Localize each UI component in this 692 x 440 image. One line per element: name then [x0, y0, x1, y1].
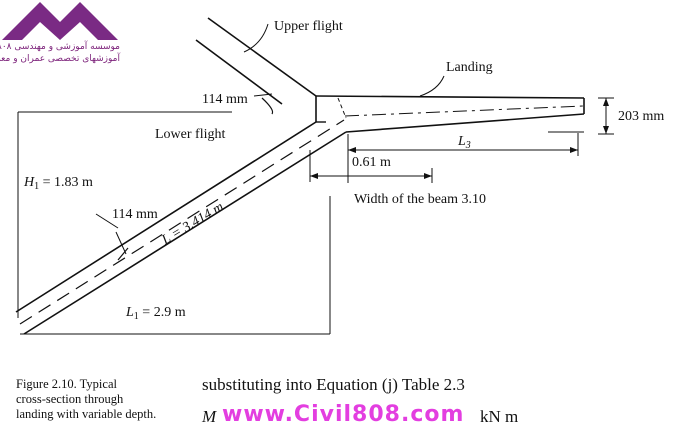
body-text-line-2-end: kN m	[480, 407, 519, 426]
dim-L1: L1 = 2.9 m	[126, 305, 186, 322]
caption-line-3: landing with variable depth.	[16, 407, 157, 421]
dimension-lines	[17, 97, 614, 335]
lower-flight-label: Lower flight	[155, 127, 226, 142]
dim-203mm: 203 mm	[618, 109, 665, 124]
dim-114mm-left: 114 mm	[112, 207, 158, 222]
upper-flight-label: Upper flight	[274, 19, 343, 34]
dim-H1: H1 = 1.83 m	[24, 175, 93, 192]
beam-width-label: Width of the beam 3.10	[354, 192, 487, 207]
landing-label: Landing	[446, 60, 493, 75]
upper-flight-slab	[195, 17, 317, 115]
dim-061m: 0.61 m	[352, 155, 391, 170]
body-text-line-1: substituting into Equation (j) Table 2.3	[202, 375, 465, 394]
landing-slab	[315, 95, 585, 133]
leader-lines	[95, 23, 445, 229]
logo-mark	[2, 2, 118, 40]
dim-114mm-top: 114 mm	[202, 92, 248, 107]
logo-text-line-2: آموزشهای تخصصی عمران و معماری	[0, 54, 120, 64]
dim-L3: L3	[458, 134, 471, 151]
lower-flight-slab	[15, 119, 347, 335]
caption-line-2: cross-section through	[16, 392, 124, 406]
figure-caption: Figure 2.10. Typical cross-section throu…	[16, 377, 156, 422]
watermark: www.Civil808.com	[222, 402, 465, 427]
caption-line-1: Figure 2.10. Typical	[16, 377, 117, 391]
body-text-line-2-start: M	[202, 407, 217, 426]
logo-text-line-1: موسسه آموزشی و مهندسی ۸۰۸	[0, 42, 120, 52]
